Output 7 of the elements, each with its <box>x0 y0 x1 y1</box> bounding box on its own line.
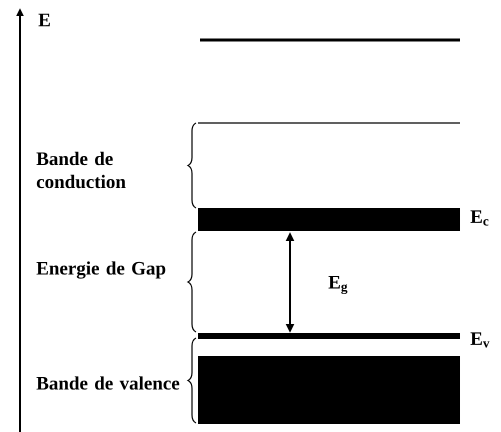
axis-label: E <box>38 14 50 26</box>
level-label: E$_{c}$ <box>470 210 488 226</box>
band-label: Energie de Gap <box>36 261 166 279</box>
band-label: Bande de valence <box>36 376 180 390</box>
level-label: E$_{g}$ <box>328 276 348 294</box>
level-label: E$_{v}$ <box>470 332 490 348</box>
band-label: Bande de conduction <box>36 152 126 188</box>
